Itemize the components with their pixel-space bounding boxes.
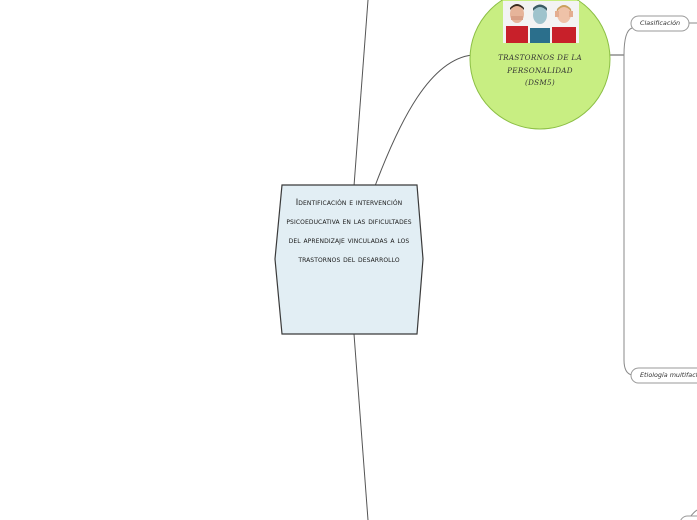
central-topic-label: Identificación e intervención psicoeduca… — [286, 197, 412, 264]
connector-bottom — [353, 333, 369, 520]
three-people-photo — [503, 1, 579, 43]
branch-clasificacion-pill[interactable] — [630, 15, 690, 32]
branch-etiologia-label: Etiología multifacto — [640, 371, 697, 379]
connector-top — [353, 0, 369, 187]
connector-vertical-branch — [623, 27, 633, 376]
connector-to-personality — [374, 54, 473, 187]
branch-bottom-pill[interactable] — [680, 515, 697, 520]
central-topic-shape[interactable] — [274, 184, 424, 335]
branch-etiologia-pill[interactable] — [630, 367, 697, 384]
personality-topic-label: TRASTORNOS DE LA PERSONALIDAD (DSM5) — [498, 53, 582, 87]
branch-clasificacion-label: Clasificación — [640, 19, 681, 27]
